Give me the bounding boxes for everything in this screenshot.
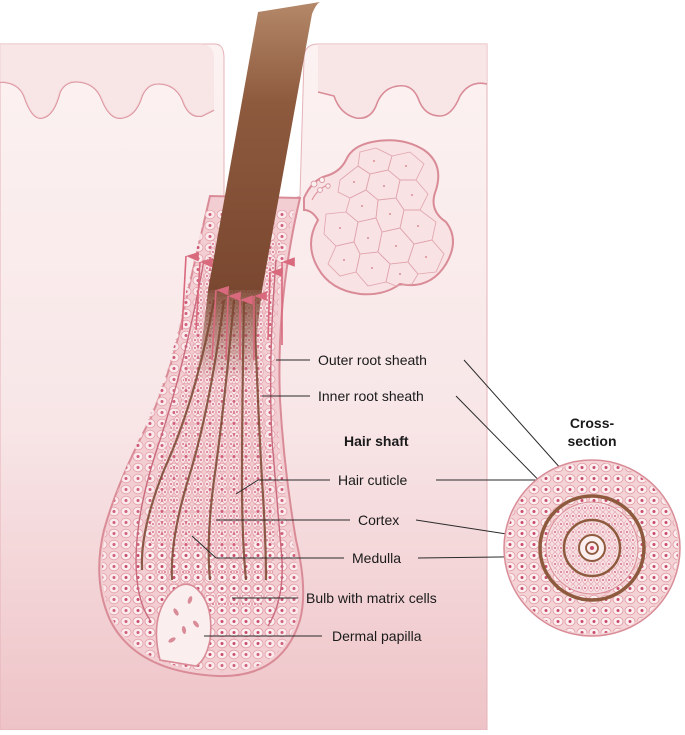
label-cross-section-1: Cross-	[570, 415, 615, 431]
cross-section	[503, 459, 681, 637]
sebaceous-gland	[303, 139, 454, 296]
label-bulb: Bulb with matrix cells	[306, 590, 437, 606]
label-cortex: Cortex	[358, 512, 399, 528]
label-medulla: Medulla	[352, 550, 401, 566]
label-cross-section-2: section	[567, 433, 616, 449]
labels: Outer root sheath Inner root sheath Hair…	[306, 352, 617, 644]
label-hair-shaft: Hair shaft	[344, 433, 409, 449]
label-inner-root-sheath: Inner root sheath	[318, 388, 424, 404]
label-dermal-papilla: Dermal papilla	[332, 628, 422, 644]
label-hair-cuticle: Hair cuticle	[338, 472, 407, 488]
label-outer-root-sheath: Outer root sheath	[318, 352, 427, 368]
growth-arrows	[181, 251, 295, 361]
